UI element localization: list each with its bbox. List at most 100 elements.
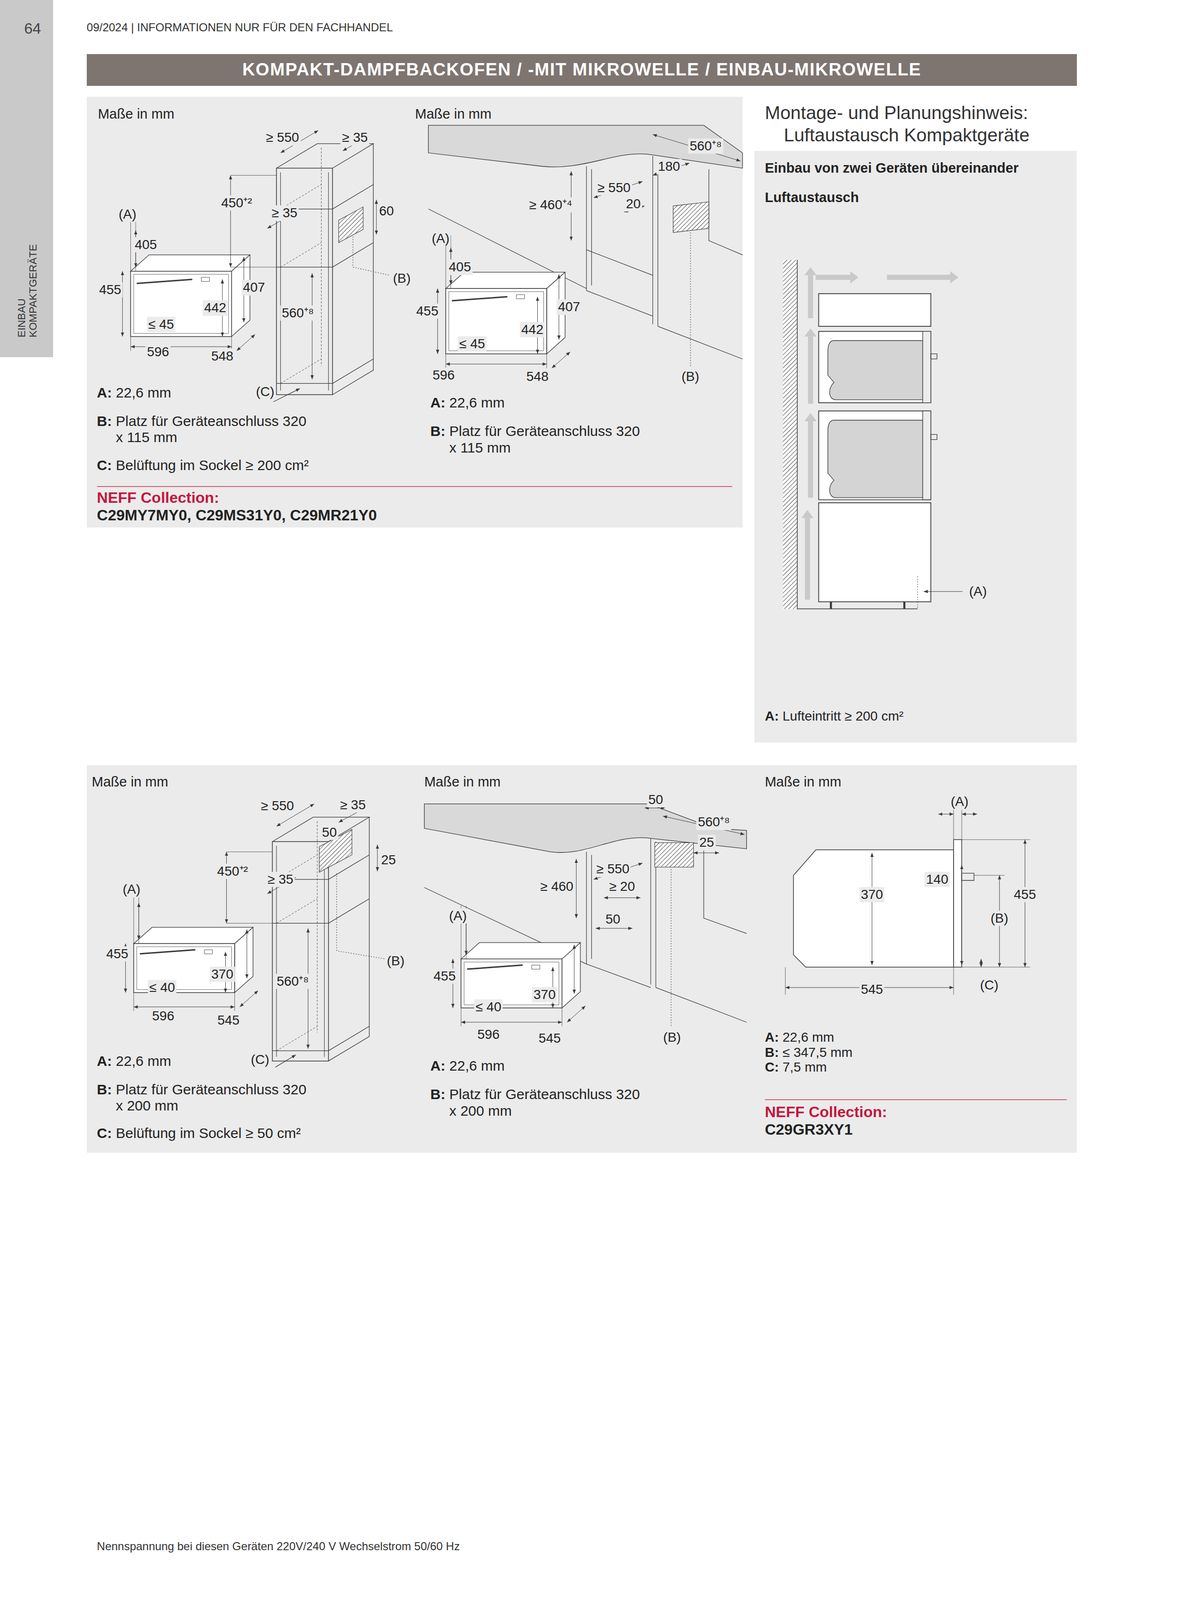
dimension-label: ≥ 550 [596, 180, 633, 196]
drawing-line [961, 839, 1030, 967]
dimension-label: 407 [556, 299, 582, 315]
drawing-line [689, 232, 691, 368]
legend-note: A: 22,6 mm [430, 394, 506, 412]
drawing-line [280, 242, 322, 268]
note-key: C: [764, 1058, 780, 1074]
dimension-label: ≥ 20 [607, 878, 637, 894]
air-flow-arrow [887, 275, 951, 281]
cabinet-front [276, 168, 333, 395]
note-value: 22,6 mm [445, 394, 505, 411]
air-flow-arrow [808, 421, 814, 498]
dimension-label: 560⁺⁸ [696, 814, 732, 830]
appliance-box [818, 331, 932, 404]
dimension-label: 548 [524, 368, 551, 384]
dimension-label: (A) [949, 793, 970, 809]
dimension-line [603, 897, 641, 898]
note-key: B: [764, 1044, 780, 1060]
dimension-label: 455 [104, 946, 130, 962]
oven-door [464, 961, 560, 1005]
oven-front [130, 271, 232, 337]
dimension-label: (A) [121, 881, 142, 897]
note-value: Platz für Geräteanschluss 320 x 115 mm [111, 413, 307, 446]
worktop [424, 803, 747, 853]
dimension-label: 370 [532, 986, 558, 1002]
drawing-line [230, 175, 277, 268]
drawing-line [321, 147, 322, 367]
cabinet-side [332, 143, 374, 395]
air-flow-arrow [815, 275, 851, 281]
air-flow-arrowhead [850, 271, 859, 284]
dimension-line [122, 271, 123, 337]
hint-panel: Montage- und Planungshinweis: Luftaustau… [754, 96, 1077, 743]
dimension-label: 25 [698, 834, 716, 850]
dimension-label: 450⁺² [215, 863, 250, 879]
dimension-label: ≤ 40 [147, 979, 177, 995]
oven-side [561, 942, 581, 1008]
dimension-line [1024, 839, 1026, 967]
oven-control [201, 277, 210, 282]
page-title: KOMPAKT-DAMPFBACKOFEN / -MIT MIKROWELLE … [242, 59, 922, 80]
dimension-label: (B) [679, 368, 701, 384]
oven-top [130, 255, 250, 272]
oven-top [133, 927, 254, 944]
drawing-line [922, 331, 931, 404]
legend-note: A: 22,6 mm [96, 1052, 172, 1069]
dimension-line [567, 1005, 586, 1022]
dimension-line [138, 902, 139, 939]
dimension-label: ≥ 35 [340, 129, 369, 146]
note-value: Platz für Geräteanschluss 320 x 200 mm [445, 1085, 640, 1119]
dimension-label: 50 [320, 824, 339, 840]
note-value: Lufteintritt ≥ 200 cm² [778, 708, 904, 724]
legend-note: A: 22,6 mm [764, 1029, 835, 1045]
dimension-label: (C) [978, 977, 1001, 993]
dimension-label: 442 [202, 300, 228, 316]
drawing-line [316, 820, 318, 1032]
model-list: C29MY7MY0, C29MS31Y0, C29MR21Y0 [96, 506, 377, 524]
dimension-line [938, 813, 954, 815]
dimension-label: 450⁺² [219, 195, 254, 211]
dimension-label: (B) [391, 270, 413, 286]
oven-control [516, 294, 525, 300]
note-key: C: [96, 1124, 112, 1141]
note-value: 22,6 mm [778, 1029, 835, 1045]
legend-note: C: Belüftung im Sockel ≥ 200 cm² [96, 456, 309, 474]
air-flow-arrowhead [804, 328, 818, 337]
appliance-body [827, 340, 923, 400]
microwave-front [953, 839, 962, 967]
legend-note: B: Platz für Geräteanschluss 320 x 200 m… [430, 1085, 650, 1119]
worktop [428, 125, 743, 169]
page-number: 64 [24, 19, 42, 38]
air-flow-arrow [805, 517, 811, 600]
dimension-line [376, 200, 377, 235]
appliance-box [818, 411, 932, 500]
red-rule [96, 486, 733, 487]
model-list: C29GR3XY1 [764, 1120, 853, 1138]
drawing-line [276, 1025, 318, 1051]
dimension-label: 455 [97, 282, 123, 298]
drawing-line [280, 358, 322, 384]
dimension-label: ≥ 550 [595, 861, 632, 877]
dimension-label: ≤ 40 [474, 999, 503, 1015]
dimension-label: (A) [117, 206, 138, 222]
note-value: Platz für Geräteanschluss 320 x 115 mm [445, 422, 640, 456]
drawing-line [930, 434, 937, 440]
dimension-line [312, 273, 313, 380]
air-flow-arrowhead [801, 509, 814, 518]
collection-heading: NEFF Collection: [764, 1102, 888, 1121]
note-key: A: [430, 394, 446, 411]
dimension-label: 50 [646, 791, 665, 808]
side-tab: 64EINBAU KOMPAKTGERÄTE [0, 0, 54, 358]
drawing-line [336, 872, 386, 959]
note-key: A: [96, 384, 112, 401]
oven-control [204, 949, 213, 954]
dimension-line [437, 288, 438, 355]
cabinet-top [276, 143, 374, 169]
dimension-label: 545 [859, 981, 885, 997]
drawing-line [922, 411, 931, 500]
dimension-label: ≥ 35 [266, 871, 295, 887]
dimension-label: ≥ 35 [338, 797, 368, 813]
oven-side [234, 927, 254, 993]
dimension-label: (C) [249, 1051, 271, 1067]
legend-note: B: ≤ 347,5 mm [764, 1044, 853, 1060]
dimension-label: 25 [379, 852, 398, 868]
